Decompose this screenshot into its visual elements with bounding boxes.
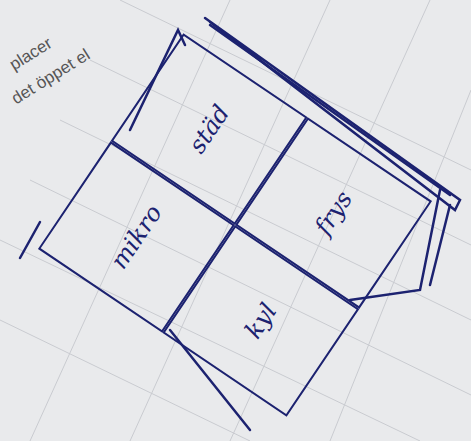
cell-label: städ bbox=[183, 100, 235, 158]
kitchen-cell: städ bbox=[111, 33, 308, 225]
cell-label: kyl bbox=[239, 298, 282, 343]
kitchen-cell: mikro bbox=[38, 141, 235, 333]
cell-label: frys bbox=[309, 186, 358, 240]
kitchen-cell: kyl bbox=[162, 225, 359, 417]
extra-sketch-lines bbox=[20, 18, 460, 430]
cell-label: mikro bbox=[105, 200, 168, 274]
layout-grid: mikro städ kyl frys bbox=[38, 33, 432, 416]
kitchen-cell: frys bbox=[235, 117, 432, 309]
